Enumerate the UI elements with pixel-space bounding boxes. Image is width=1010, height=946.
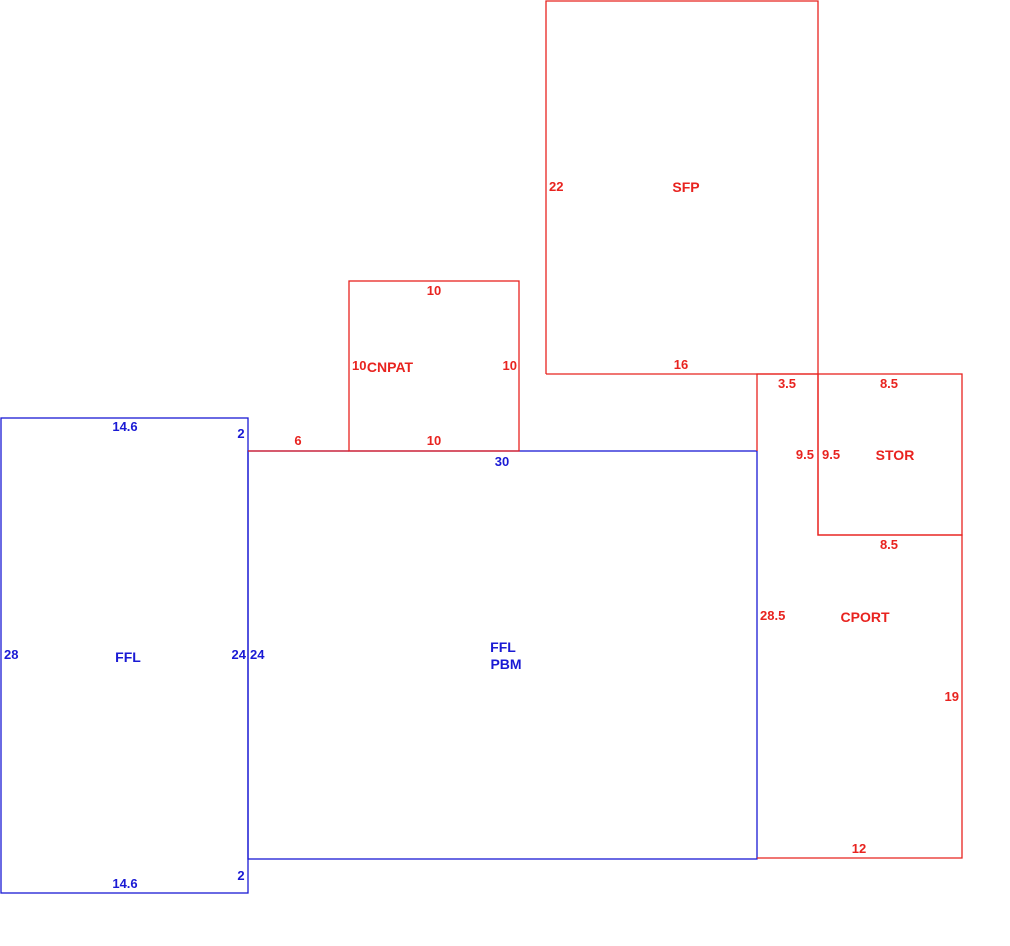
area-stor: STOR 8.5 9.5 8.5 xyxy=(817,373,963,552)
cport-dim-top: 3.5 xyxy=(778,376,796,391)
cnpat-dim-top: 10 xyxy=(427,283,441,298)
ffl-pbm-dim-top: 30 xyxy=(495,454,509,469)
cport-outline xyxy=(756,373,963,859)
ffl-left-dim-jog-top: 2 xyxy=(237,426,244,441)
cport-dim-inner: 9.5 xyxy=(796,447,814,462)
ffl-pbm-label-line1: FFL xyxy=(490,639,516,655)
cport-dim-bottom: 12 xyxy=(852,841,866,856)
ffl-left-label: FFL xyxy=(115,649,141,665)
area-cnpat: CNPAT 10 10 10 10 6 xyxy=(248,280,520,452)
ffl-left-dim-right: 24 xyxy=(232,647,247,662)
ffl-left-dim-bottom: 14.6 xyxy=(112,876,137,891)
sfp-label: SFP xyxy=(672,179,699,195)
area-sfp: SFP 22 16 xyxy=(545,0,819,375)
stor-dim-left: 9.5 xyxy=(822,447,840,462)
cnpat-label: CNPAT xyxy=(367,359,414,375)
cnpat-dim-right: 10 xyxy=(503,358,517,373)
cport-dim-left: 28.5 xyxy=(760,608,785,623)
cport-label: CPORT xyxy=(841,609,890,625)
cnpat-outline xyxy=(348,280,520,452)
sfp-outline xyxy=(545,0,819,374)
area-cport: CPORT 3.5 9.5 28.5 19 12 xyxy=(756,373,963,859)
area-ffl-left: FFL 14.6 28 24 14.6 2 2 xyxy=(0,417,249,894)
ffl-left-dim-jog-bottom: 2 xyxy=(237,868,244,883)
stor-label: STOR xyxy=(876,447,915,463)
area-ffl-pbm: FFL PBM 30 24 xyxy=(247,450,758,860)
ffl-pbm-label-line2: PBM xyxy=(490,656,521,672)
cnpat-dim-offset: 6 xyxy=(294,433,301,448)
cnpat-dim-left: 10 xyxy=(352,358,366,373)
ffl-pbm-dim-left: 24 xyxy=(250,647,265,662)
ffl-left-dim-top: 14.6 xyxy=(112,419,137,434)
cnpat-dim-bottom: 10 xyxy=(427,433,441,448)
cport-dim-right: 19 xyxy=(945,689,959,704)
stor-dim-bottom: 8.5 xyxy=(880,537,898,552)
sfp-dim-bottom: 16 xyxy=(674,357,688,372)
ffl-pbm-outline xyxy=(247,450,758,860)
sfp-dim-left: 22 xyxy=(549,179,563,194)
ffl-left-dim-left: 28 xyxy=(4,647,18,662)
stor-dim-top: 8.5 xyxy=(880,376,898,391)
